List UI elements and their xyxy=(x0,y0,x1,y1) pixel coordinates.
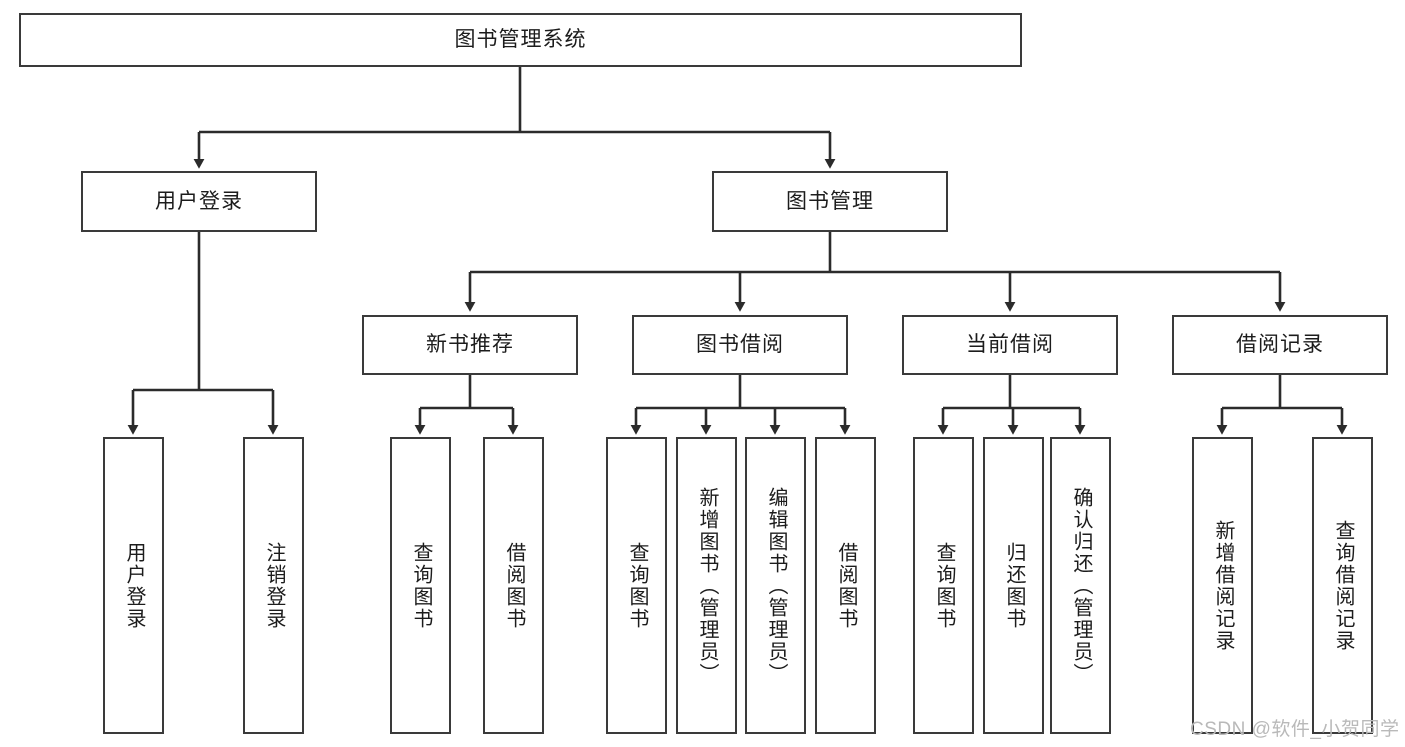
node-leaf-return-book[interactable]: 归还图书 xyxy=(983,437,1044,734)
node-leaf-edit-book-admin[interactable]: 编辑图书（管理员） xyxy=(745,437,806,734)
node-borrow-record[interactable]: 借阅记录 xyxy=(1172,315,1388,375)
node-label: 查询图书 xyxy=(410,541,432,630)
node-leaf-query-borrow-record[interactable]: 查询借阅记录 xyxy=(1312,437,1373,734)
node-label: 查询图书 xyxy=(626,541,648,630)
node-leaf-add-book-admin[interactable]: 新增图书（管理员） xyxy=(676,437,737,734)
node-leaf-current-query-book[interactable]: 查询图书 xyxy=(913,437,974,734)
node-leaf-borrow-query-book[interactable]: 查询图书 xyxy=(606,437,667,734)
node-label: 图书借阅 xyxy=(696,333,784,357)
node-leaf-add-borrow-record[interactable]: 新增借阅记录 xyxy=(1192,437,1253,734)
node-root-book-management-system[interactable]: 图书管理系统 xyxy=(19,13,1022,67)
node-book-management[interactable]: 图书管理 xyxy=(712,171,948,232)
node-label: 图书管理 xyxy=(786,189,874,213)
node-current-borrow[interactable]: 当前借阅 xyxy=(902,315,1118,375)
node-label: 新增借阅记录 xyxy=(1212,519,1234,652)
node-leaf-recommend-query-book[interactable]: 查询图书 xyxy=(390,437,451,734)
node-label: 图书管理系统 xyxy=(454,28,587,52)
node-label: 确认归还（管理员） xyxy=(1070,486,1092,685)
node-leaf-borrow-book[interactable]: 借阅图书 xyxy=(815,437,876,734)
node-label: 借阅记录 xyxy=(1236,333,1324,357)
node-label: 当前借阅 xyxy=(966,333,1054,357)
node-leaf-user-login[interactable]: 用户登录 xyxy=(103,437,164,734)
node-label: 查询图书 xyxy=(933,541,955,630)
csdn-watermark: CSDN @软件_小贺同学 xyxy=(1190,719,1400,740)
node-label: 归还图书 xyxy=(1003,541,1025,630)
node-label: 新书推荐 xyxy=(426,333,514,357)
node-label: 注销登录 xyxy=(263,541,285,630)
node-label: 用户登录 xyxy=(155,189,243,213)
node-label: 借阅图书 xyxy=(503,541,525,630)
node-label: 用户登录 xyxy=(123,541,145,630)
node-leaf-logout[interactable]: 注销登录 xyxy=(243,437,304,734)
node-label: 编辑图书（管理员） xyxy=(765,486,787,685)
node-new-book-recommend[interactable]: 新书推荐 xyxy=(362,315,578,375)
node-label: 查询借阅记录 xyxy=(1332,519,1354,652)
node-leaf-confirm-return-admin[interactable]: 确认归还（管理员） xyxy=(1050,437,1111,734)
node-label: 借阅图书 xyxy=(835,541,857,630)
node-book-borrow[interactable]: 图书借阅 xyxy=(632,315,848,375)
node-label: 新增图书（管理员） xyxy=(696,486,718,685)
node-leaf-recommend-borrow-book[interactable]: 借阅图书 xyxy=(483,437,544,734)
node-user-login[interactable]: 用户登录 xyxy=(81,171,317,232)
